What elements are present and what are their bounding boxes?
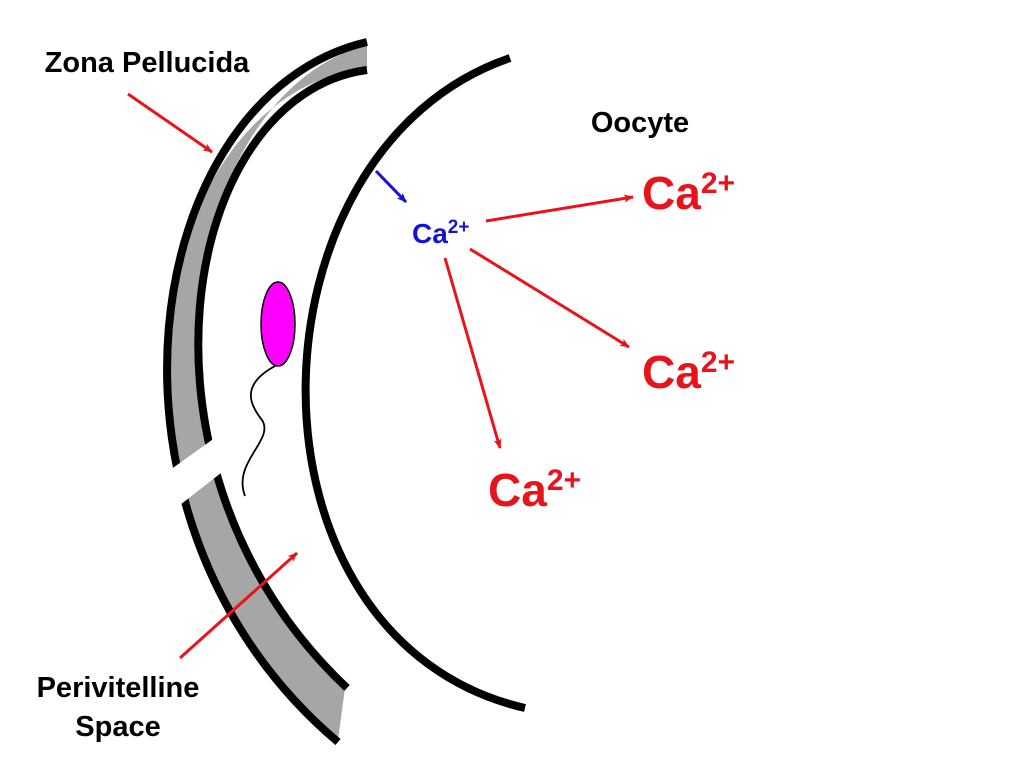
calcium-ion-initial: Ca2+ [412, 217, 469, 249]
ion-symbol: Ca [642, 167, 701, 219]
calcium-ion-released: Ca2+ [642, 346, 735, 398]
oocyte-label: Oocyte [591, 107, 689, 139]
zona-outer-edge [163, 38, 368, 746]
sperm-entry-channel [170, 432, 235, 505]
zona-pellucida-label: Zona Pellucida [45, 47, 251, 79]
ion-charge: 2+ [701, 346, 735, 379]
ion-symbol: Ca [642, 346, 701, 398]
zona-inner-edge [194, 66, 368, 691]
ion-charge: 2+ [547, 464, 581, 497]
calcium-influx-arrow [374, 169, 408, 204]
zona-pointer-arrow [127, 92, 213, 154]
sperm-tail [241, 365, 276, 497]
release-arrow-2 [469, 247, 630, 349]
oocyte-membrane [301, 54, 526, 712]
ion-charge: 2+ [701, 167, 735, 200]
ion-symbol: Ca [412, 218, 448, 249]
perivitelline-label-line1: Perivitelline [37, 672, 200, 704]
sperm-head [260, 281, 296, 367]
ion-charge: 2+ [448, 217, 470, 238]
ion-symbol: Ca [488, 464, 547, 516]
calcium-ion-released: Ca2+ [642, 167, 735, 219]
release-arrow-3 [443, 257, 502, 449]
zona-pellucida [167, 45, 367, 740]
release-arrow-1 [485, 194, 634, 223]
perivitelline-pointer-arrow [178, 551, 299, 660]
perivitelline-label-line2: Space [75, 711, 160, 743]
calcium-ion-released: Ca2+ [488, 464, 581, 516]
